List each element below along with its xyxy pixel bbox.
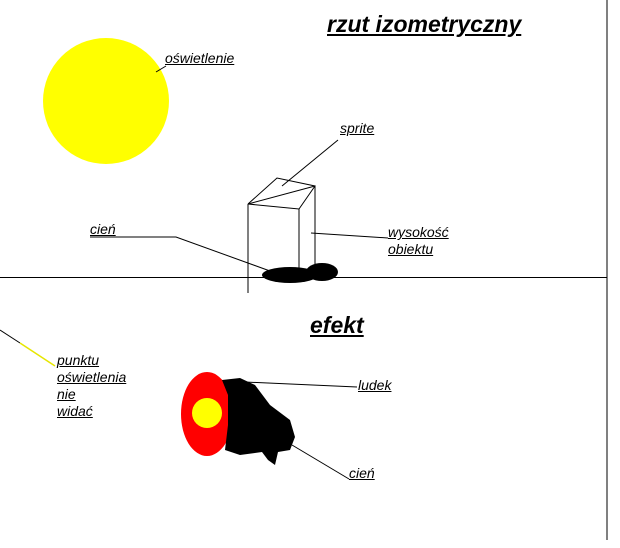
height-pointer (310, 232, 389, 239)
bottom-shadow-pointer (291, 444, 350, 480)
label-light-point-1: punktu (57, 352, 100, 368)
label-sprite: sprite (340, 120, 375, 136)
page-title: rzut izometryczny (327, 11, 522, 37)
label-shadow-top: cień (90, 221, 116, 237)
sprite-pointer (281, 139, 339, 187)
label-object-height-1: wysokość (388, 224, 449, 240)
sun-circle (43, 38, 169, 164)
label-light-point-2: oświetlenia (57, 369, 127, 385)
shadow-pointer (90, 236, 271, 272)
figure-shadow-blob (222, 378, 295, 465)
label-shadow-bottom: cień (349, 465, 375, 481)
figure-pointer (244, 381, 358, 388)
label-light-point-4: widać (57, 403, 93, 419)
light-ray-dark (0, 329, 21, 344)
section-title-effect: efekt (310, 312, 364, 338)
light-yellow-core (192, 398, 222, 428)
lighting-pointer (155, 65, 167, 73)
label-light-point-3: nie (57, 386, 76, 402)
label-figure: ludek (358, 377, 392, 393)
isometric-box (247, 177, 316, 293)
label-lighting: oświetlenie (165, 50, 235, 66)
box-shadow-blob (262, 263, 338, 283)
light-ray (19, 342, 56, 367)
label-object-height-2: obiektu (388, 241, 434, 257)
